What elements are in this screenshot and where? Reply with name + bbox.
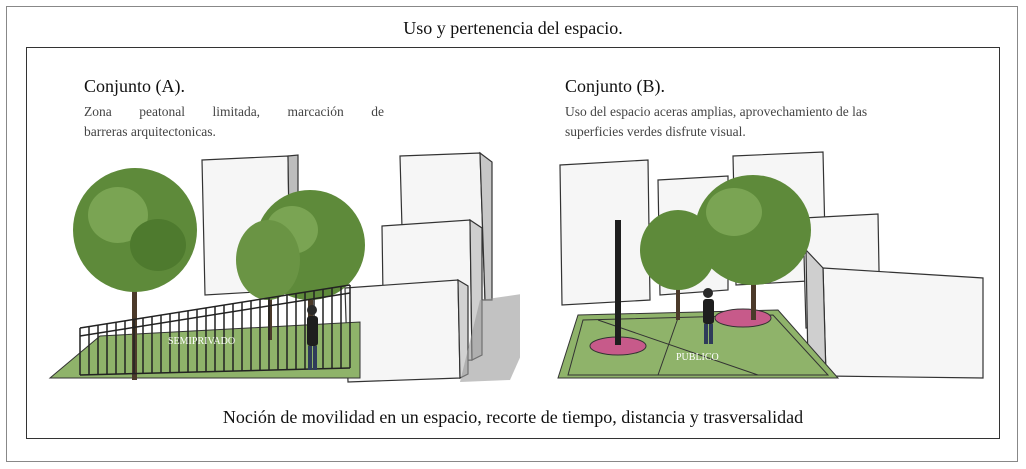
ground-b <box>557 309 840 379</box>
planter-icon <box>714 308 772 328</box>
person-icon <box>703 288 714 344</box>
ground-label-a: SEMIPRIVADO <box>168 336 235 347</box>
ground-a <box>48 321 361 379</box>
ground-label-b: PUBLICO <box>676 352 719 363</box>
panel-a-description: Zona peatonal limitada, marcación de bar… <box>84 102 384 142</box>
post-icon <box>615 220 621 345</box>
figure-title: Uso y pertenencia del espacio. <box>403 18 623 38</box>
panel-b-description: Uso del espacio aceras amplias, aprovech… <box>565 102 960 142</box>
tree-icon <box>236 220 300 340</box>
panel-a-heading: Conjunto (A). <box>84 76 185 96</box>
panel-a-desc-line-2: barreras arquitectonicas. <box>84 124 216 139</box>
illustration-conjunto-b: PUBLICO <box>557 151 984 379</box>
figure-caption: Noción de movilidad en un espacio, recor… <box>222 407 804 427</box>
shadow-a <box>460 294 520 382</box>
illustration-conjunto-a: SEMIPRIVADO <box>48 151 520 383</box>
fence-icon <box>79 284 351 376</box>
panel-b-desc-line-1: Uso del espacio aceras amplias, aprovech… <box>565 104 868 119</box>
inner-frame <box>26 47 1000 439</box>
panel-b-heading: Conjunto (B). <box>565 76 666 96</box>
panel-b-desc-line-2: superficies verdes disfrute visual. <box>565 124 746 139</box>
tree-icon <box>695 175 811 320</box>
panel-a-desc-line-1: Zona peatonal limitada, marcación de <box>84 104 384 119</box>
outer-frame <box>6 6 1018 462</box>
tree-icon <box>73 168 197 380</box>
person-icon <box>307 305 318 370</box>
